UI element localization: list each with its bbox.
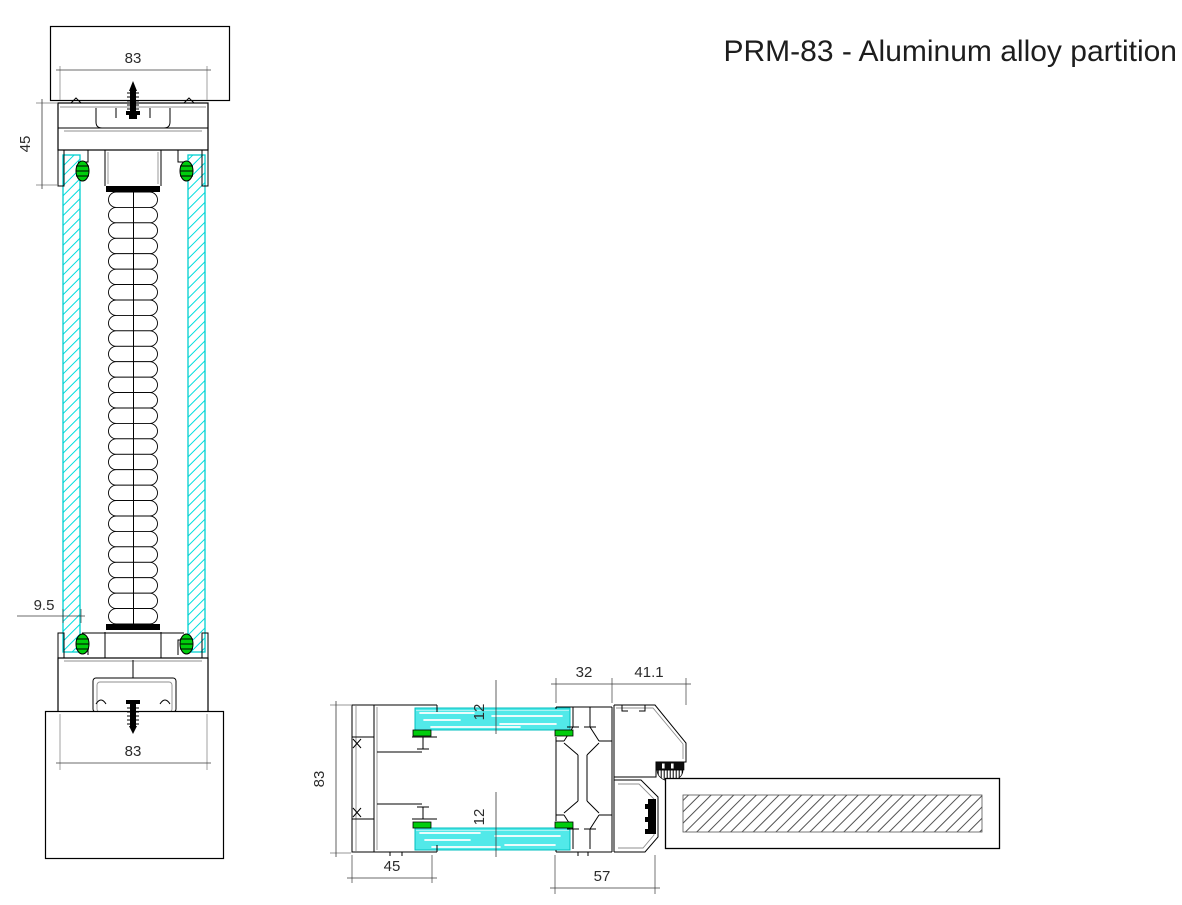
drawing-title: PRM-83 - Aluminum alloy partition xyxy=(723,35,1177,68)
glass-pane-left xyxy=(62,154,81,653)
dim-glass-thickness: 9.5 xyxy=(17,597,85,623)
dim-text-frame-height: 45 xyxy=(17,136,34,153)
dim-ceiling-width: 83 xyxy=(56,50,211,100)
dim-floor-width: 83 xyxy=(56,714,211,770)
dim-text-glass-thickness: 9.5 xyxy=(34,597,55,614)
dim-text-glass-bottom: 12 xyxy=(471,809,488,826)
dim-glass-bottom: 12 xyxy=(471,792,497,857)
vertical-section: 83 45 9.5 83 xyxy=(17,25,231,860)
dim-text-door-module: 57 xyxy=(594,868,611,885)
horizontal-section: 32 41.1 12 12 83 45 57 xyxy=(311,664,1001,894)
glass-band-bottom xyxy=(414,827,571,851)
mounting-screw-top xyxy=(126,81,140,119)
accordion-top-rail xyxy=(106,186,160,192)
dim-text-ceiling-width: 83 xyxy=(125,50,142,67)
dim-text-glass-top: 12 xyxy=(471,704,488,721)
dim-jamb-width: 45 xyxy=(347,855,437,883)
dim-frame-height: 45 xyxy=(17,99,57,189)
dim-door-module: 57 xyxy=(550,855,660,894)
wall-section xyxy=(664,777,1001,850)
floor-block xyxy=(44,710,225,860)
glazing-gaskets-horizontal xyxy=(412,729,574,829)
dim-text-mullion-width: 32 xyxy=(576,664,593,681)
accordion-bottom-rail xyxy=(106,624,160,630)
dim-text-jamb-width: 45 xyxy=(384,858,401,875)
door-gasket xyxy=(645,799,656,834)
glass-pane-right xyxy=(187,154,206,653)
jamb-profile xyxy=(351,704,438,856)
glazing-gaskets-vertical xyxy=(75,160,194,655)
dim-text-profile-depth: 83 xyxy=(311,771,328,788)
ceiling-block xyxy=(49,25,231,102)
dim-text-end-cap-width: 41.1 xyxy=(634,664,663,681)
dim-text-floor-width: 83 xyxy=(125,743,142,760)
accordion-shade xyxy=(106,186,160,630)
dim-profile-depth: 83 xyxy=(311,701,351,857)
end-cap-profile xyxy=(613,704,687,853)
mounting-screw-bottom xyxy=(126,700,140,734)
dim-mullion-endcap: 32 41.1 xyxy=(551,664,691,705)
dim-glass-top: 12 xyxy=(471,680,497,734)
glass-band-top xyxy=(414,707,571,731)
